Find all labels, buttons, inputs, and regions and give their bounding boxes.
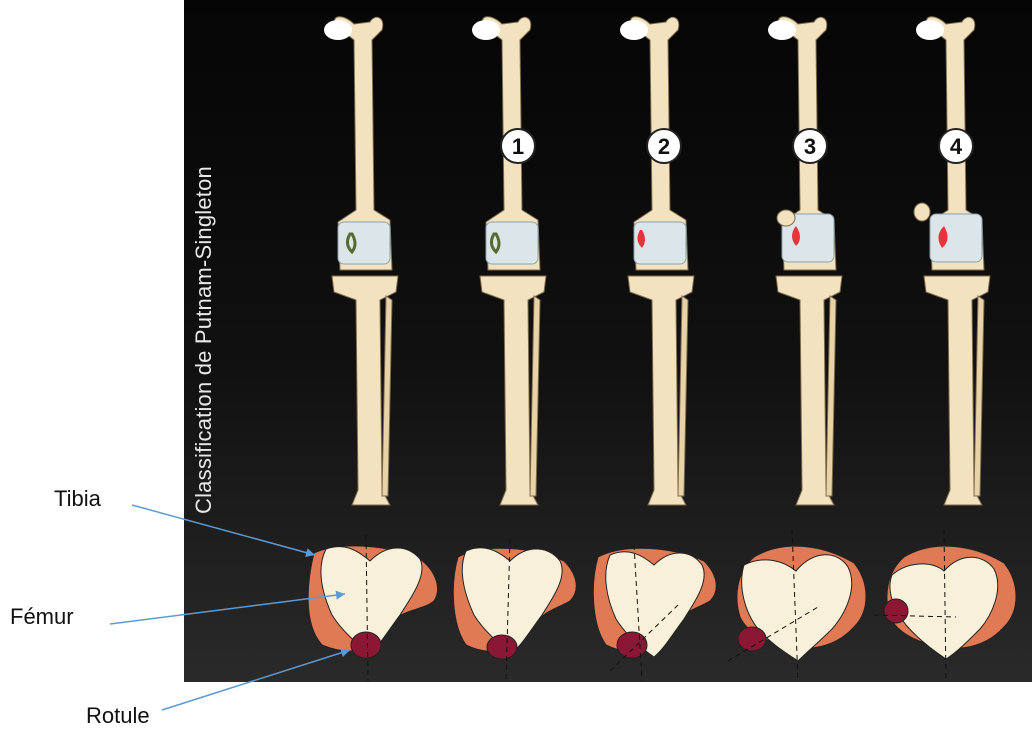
leg-illustrations: 1 2 3 4	[184, 0, 1032, 682]
stage-badge-label-1: 1	[512, 134, 524, 159]
leg-stage-1	[472, 17, 546, 505]
cross-section-stage-4	[874, 529, 1016, 681]
stage-badge-label-4: 4	[950, 134, 963, 159]
tibia-label: Tibia	[54, 486, 101, 512]
cross-section-normal	[308, 535, 437, 681]
classification-figure: 1 2 3 4	[184, 0, 1032, 682]
figure-title: Classification de Putnam-Singleton	[184, 0, 224, 682]
stage-badge-label-3: 3	[804, 134, 816, 159]
stage-badge-1: 1	[501, 129, 535, 163]
cross-section-stage-2	[593, 545, 716, 681]
leg-stage-4	[914, 17, 990, 505]
stage-badge-3: 3	[793, 129, 827, 163]
stage-badge-label-2: 2	[658, 134, 670, 159]
leg-stage-3	[768, 17, 842, 505]
femur-label: Fémur	[10, 604, 74, 630]
cross-section-stage-1	[453, 539, 576, 681]
figure-title-host: Classification de Putnam-Singleton	[184, 0, 224, 682]
leg-normal	[324, 17, 398, 505]
figure-title-text: Classification de Putnam-Singleton	[191, 166, 217, 514]
leg-stage-2	[620, 17, 694, 505]
stage-badge-4: 4	[939, 129, 973, 163]
stage-badge-2: 2	[647, 129, 681, 163]
rotule-label: Rotule	[86, 703, 150, 729]
cross-section-stage-3	[728, 529, 866, 681]
